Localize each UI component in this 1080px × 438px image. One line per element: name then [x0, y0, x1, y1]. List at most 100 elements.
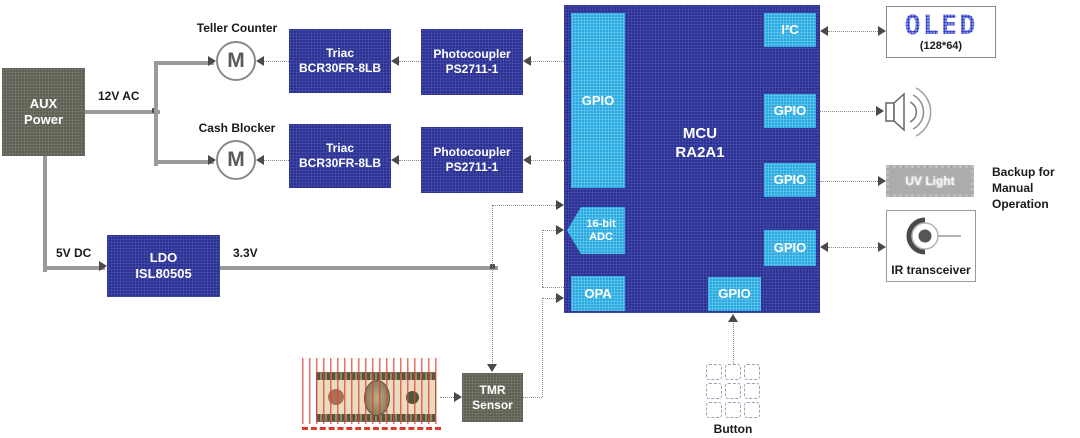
- ir-transceiver-label: IR transceiver: [891, 263, 971, 277]
- arrowhead-into-opa: [556, 293, 564, 303]
- wire-pc1-triac1: [399, 61, 421, 62]
- mcu-gpio-right1-block: GPIO: [764, 94, 816, 128]
- arrowhead-into-uv: [878, 176, 886, 186]
- wire-3v3-mcu: [492, 205, 556, 206]
- arrowhead-into-triac1: [391, 56, 399, 66]
- keypad-key: [706, 383, 722, 399]
- uv-backup-note: Backup for Manual Operation: [992, 164, 1080, 212]
- triac1-label-line2: BCR30FR-8LB: [298, 61, 381, 75]
- aux-power-block: AUX Power: [2, 68, 85, 156]
- keypad-icon: [706, 364, 760, 418]
- ldo-label-line2: ISL80505: [135, 266, 192, 281]
- wire-tmr-out: [523, 397, 542, 398]
- keypad-key: [725, 364, 741, 380]
- mcu-gpio-right1-label: GPIO: [773, 103, 807, 118]
- arrowhead-into-motor1: [208, 56, 216, 66]
- keypad-key: [706, 364, 722, 380]
- motor-letter: M: [227, 148, 245, 171]
- wire-opa-in: [542, 298, 556, 299]
- ldo-block: LDO ISL80505: [107, 235, 220, 297]
- label-cash-blocker: Cash Blocker: [198, 121, 276, 135]
- wire-to-motor1: [154, 61, 214, 65]
- mcu-adc-label-line2: ADC: [589, 230, 613, 243]
- label-5v-dc: 5V DC: [56, 246, 92, 260]
- arrowhead-into-speaker: [876, 106, 884, 116]
- tmr-sensor-label-line1: TMR: [479, 382, 506, 397]
- photocoupler2-label-line2: PS2711-1: [445, 160, 499, 174]
- arrowhead-into-adc: [556, 225, 564, 235]
- wire-to-motor2: [154, 160, 214, 164]
- uv-light-label: UV Light: [905, 174, 955, 188]
- mcu-gpio-right2-label: GPIO: [773, 172, 807, 187]
- uv-light-block: UV Light: [886, 165, 974, 197]
- keypad-key: [744, 364, 760, 380]
- mcu-gpio-bottom-label: GPIO: [718, 286, 751, 301]
- label-teller-counter: Teller Counter: [196, 21, 278, 35]
- wire-i2c-oled: [828, 31, 878, 32]
- scan-baseline: [302, 427, 441, 430]
- keypad-key: [706, 402, 722, 418]
- mcu-adc-block: 16-bit ADC: [567, 207, 625, 254]
- triac1-block: Triac BCR30FR-8LB: [289, 29, 391, 93]
- mcu-title-line1: MCU: [682, 125, 718, 142]
- arrowhead-ir-into-gpio: [820, 242, 828, 252]
- mcu-i2c-label: I²C: [781, 22, 799, 37]
- wire-bill-tmr: [440, 397, 454, 398]
- triac2-block: Triac BCR30FR-8LB: [289, 124, 391, 188]
- wire-adc-in: [542, 230, 556, 231]
- photocoupler1-block: Photocoupler PS2711-1: [421, 29, 523, 95]
- arrowhead-into-pc1: [523, 56, 531, 66]
- photocoupler1-label-line1: Photocoupler: [433, 47, 511, 61]
- wire-gpio-uv: [820, 181, 878, 182]
- wire-triac2-motor2: [264, 160, 289, 161]
- keypad-key: [744, 402, 760, 418]
- mcu-title-line2: RA2A1: [675, 144, 725, 161]
- mcu-gpio-right3-block: GPIO: [764, 230, 816, 266]
- wire-12v-branch: [154, 61, 158, 166]
- tmr-sensor-block: TMR Sensor: [462, 373, 523, 422]
- wire-gpio-ir: [828, 247, 878, 248]
- keypad-key: [744, 383, 760, 399]
- mcu-title: MCU RA2A1: [630, 124, 770, 162]
- mcu-opa-label: OPA: [584, 285, 612, 301]
- wire-button-gpio: [733, 319, 734, 364]
- scan-lines-overlay: [302, 358, 441, 424]
- mcu-opa-block: OPA: [571, 276, 625, 311]
- triac1-label-line1: Triac: [325, 46, 355, 60]
- oled-resolution: (128*64): [919, 40, 963, 52]
- motor-icon-teller: M: [216, 41, 256, 81]
- arrowhead-into-ldo: [99, 261, 107, 271]
- wire-opa-out: [542, 287, 564, 288]
- mcu-adc-label-line1: 16-bit: [586, 217, 616, 230]
- wire-opa-adc-vertical: [542, 230, 543, 287]
- motor-icon-cash: M: [216, 140, 256, 180]
- photocoupler2-label-line1: Photocoupler: [433, 145, 511, 159]
- wire-tmr-opa-vertical: [542, 298, 543, 397]
- photocoupler2-block: Photocoupler PS2711-1: [421, 127, 523, 193]
- triac2-label-line1: Triac: [325, 141, 355, 155]
- arrowhead-into-motor2: [208, 155, 216, 165]
- arrowhead-button-into-gpio: [728, 314, 738, 322]
- mcu-i2c-block: I²C: [764, 13, 816, 47]
- label-button: Button: [713, 422, 753, 436]
- arrowhead-bill-into-tmr: [454, 392, 462, 402]
- wire-3v3-vertical: [492, 205, 493, 363]
- motor-letter: M: [227, 49, 245, 72]
- wire-gpio-pc1: [531, 61, 564, 62]
- wire-triac1-motor1: [264, 61, 289, 62]
- wire-5v-ldo: [43, 266, 105, 270]
- wire-pc2-triac2: [399, 160, 421, 161]
- mcu-gpio-right3-label: GPIO: [773, 240, 807, 255]
- mcu-gpio-bottom-block: GPIO: [708, 277, 761, 311]
- mcu-gpio-left-block: GPIO: [571, 13, 625, 188]
- wire-ldo-3v3: [220, 266, 498, 270]
- oled-display: OLED (128*64): [886, 6, 996, 58]
- arrowhead-into-pc2: [523, 155, 531, 165]
- tmr-sensor-label-line2: Sensor: [472, 397, 513, 412]
- mcu-gpio-right2-block: GPIO: [764, 163, 816, 197]
- arrowhead-3v3-into-tmr: [487, 364, 497, 372]
- aux-power-label-line1: AUX: [29, 96, 58, 111]
- oled-title: OLED: [904, 10, 978, 41]
- arrowhead-i2c-into-oled: [878, 26, 886, 36]
